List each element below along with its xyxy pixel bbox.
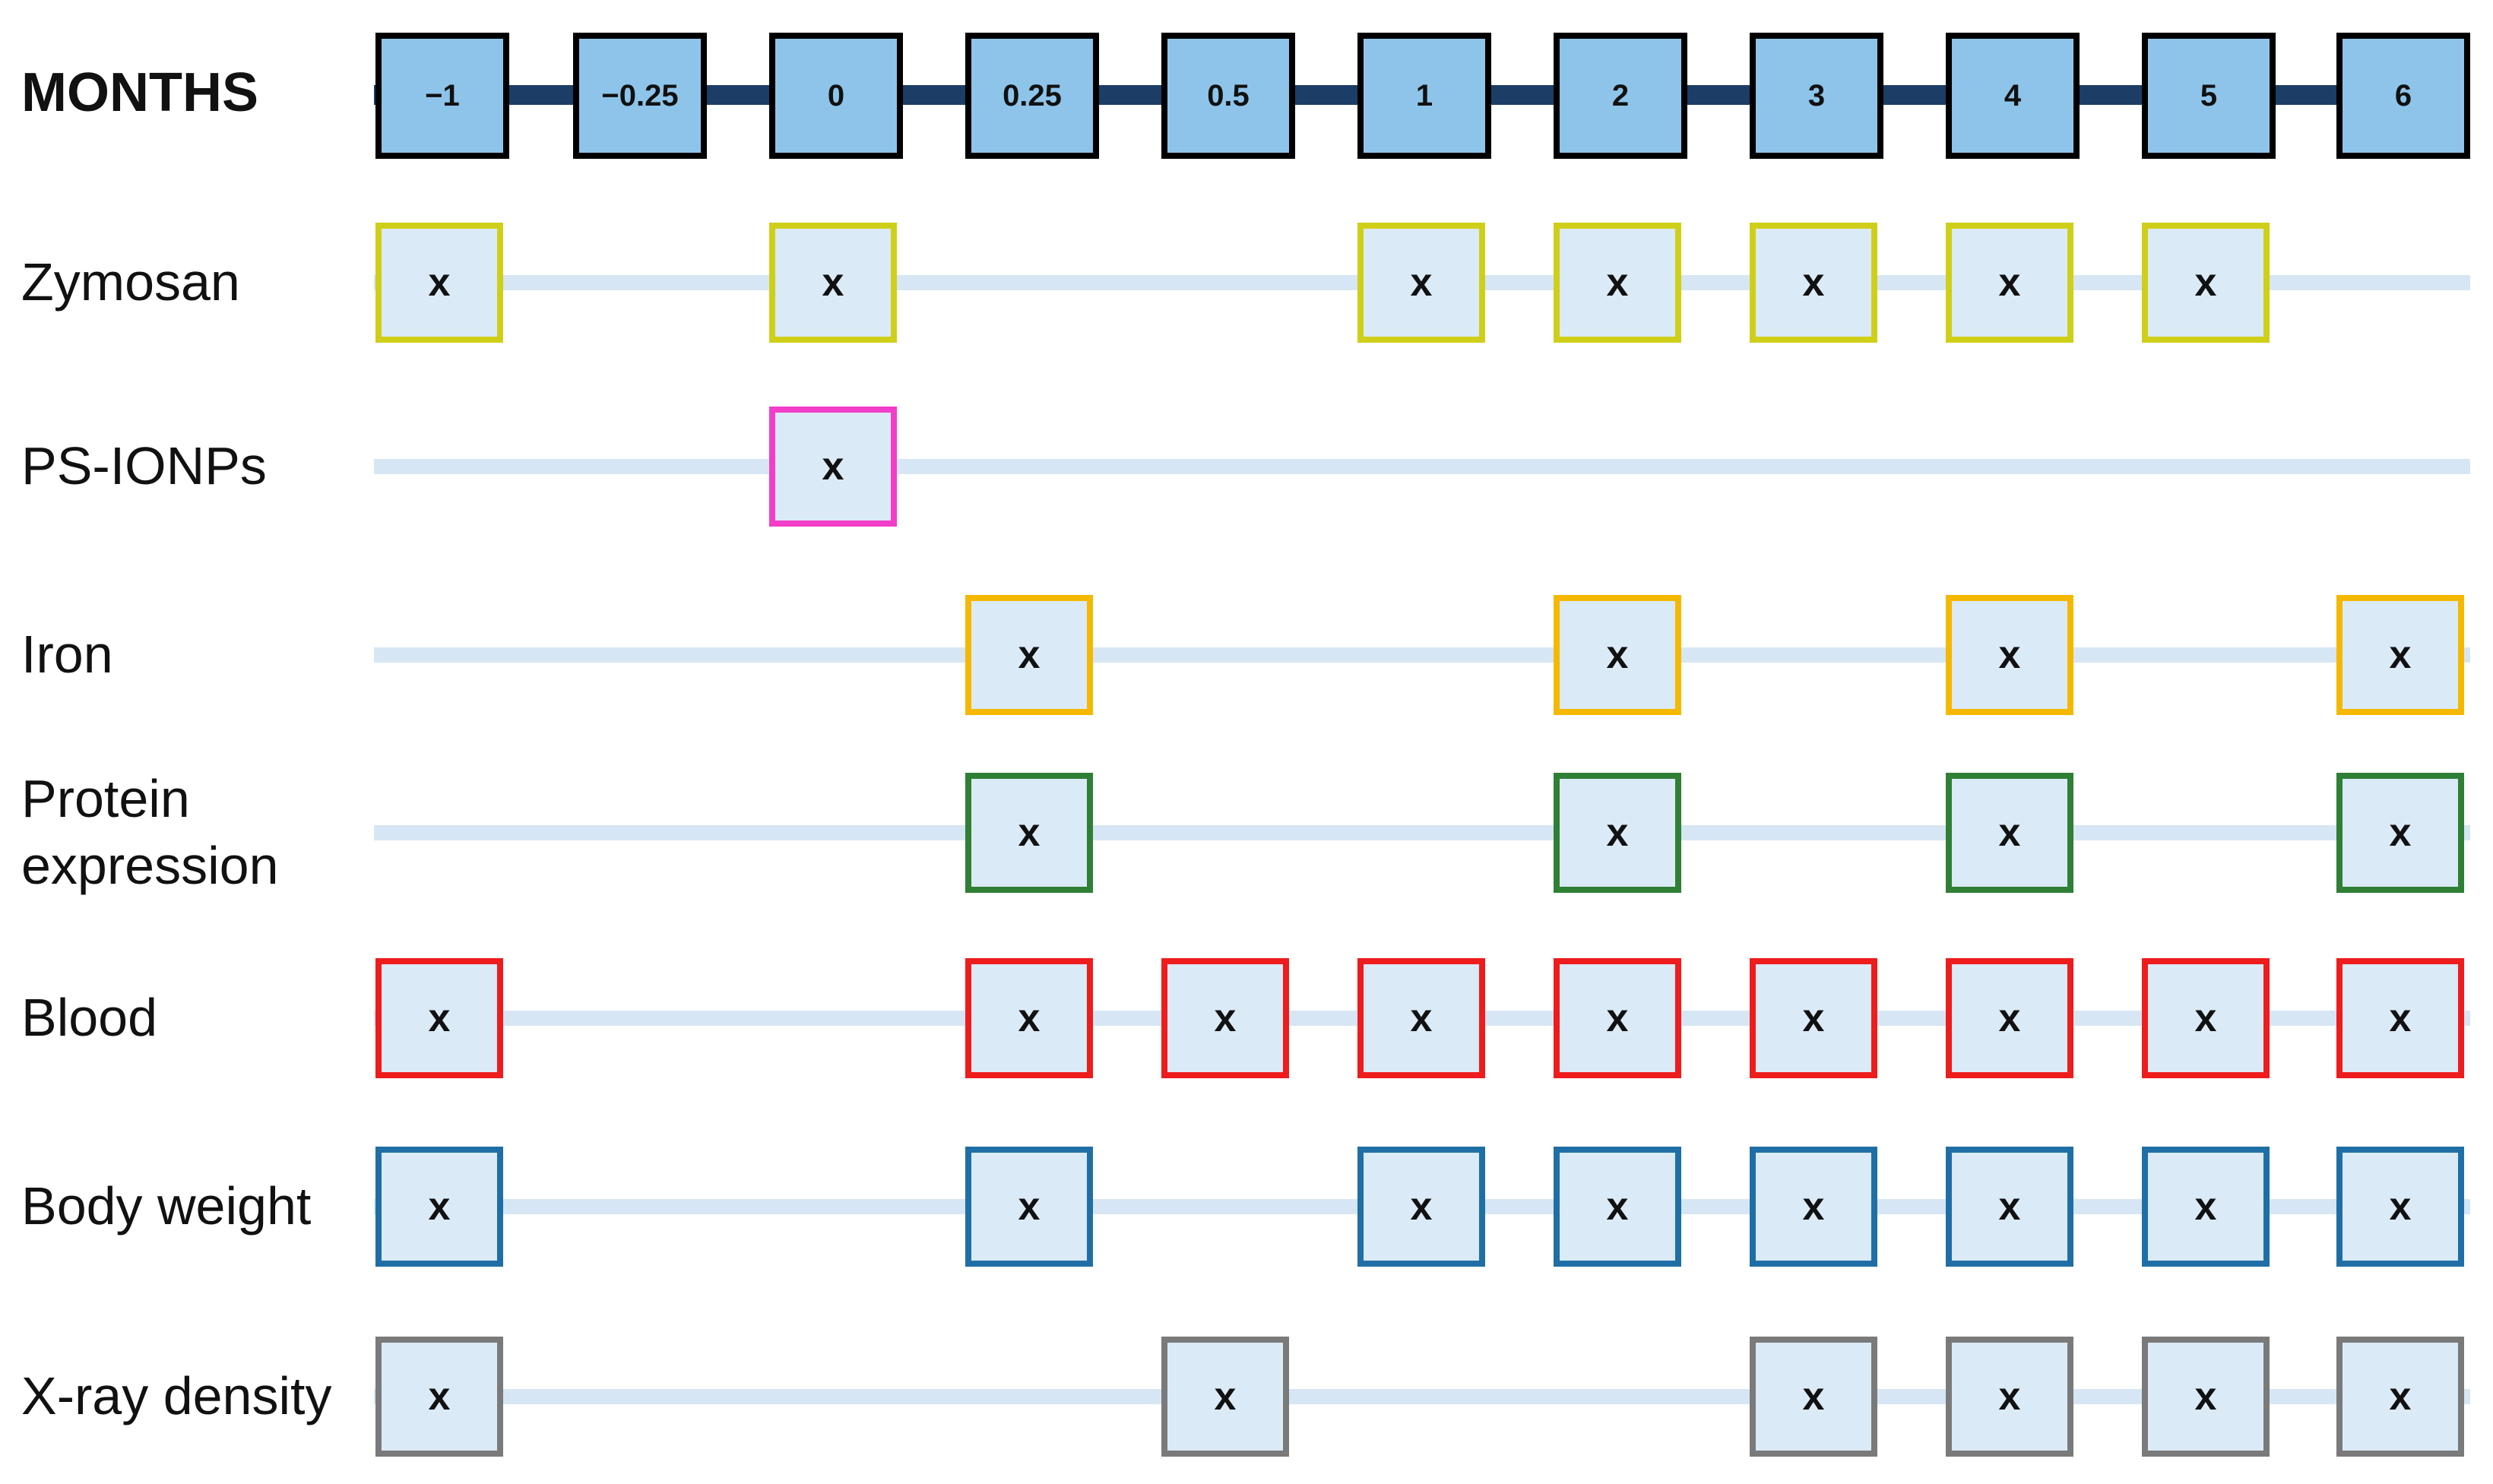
timepoint-mark: x — [2336, 958, 2464, 1078]
timepoint-mark: x — [2336, 1147, 2464, 1267]
timepoint-mark: x — [965, 958, 1093, 1078]
timepoint-mark: x — [2142, 1147, 2270, 1267]
timepoint-mark: x — [1554, 223, 1681, 343]
timepoint-mark: x — [1554, 1147, 1681, 1267]
timepoint-mark: x — [1357, 223, 1485, 343]
timepoint-mark: x — [1946, 1147, 2073, 1267]
row-label: Iron — [21, 625, 113, 684]
month-box: 0.5 — [1161, 33, 1295, 159]
timepoint-mark: x — [1554, 595, 1681, 715]
month-box: 3 — [1750, 33, 1883, 159]
timepoint-mark: x — [1750, 1337, 1877, 1457]
timepoint-mark: x — [1750, 1147, 1877, 1267]
timepoint-mark: x — [1161, 958, 1289, 1078]
timepoint-mark: x — [965, 1147, 1093, 1267]
row-label: Zymosan — [21, 252, 240, 312]
row-line — [374, 459, 2470, 474]
timepoint-mark: x — [1554, 773, 1681, 893]
month-box: 6 — [2336, 33, 2470, 159]
timepoint-mark: x — [769, 223, 897, 343]
timepoint-mark: x — [1750, 223, 1877, 343]
timepoint-mark: x — [375, 223, 503, 343]
row-label: X-ray density — [21, 1366, 332, 1425]
timepoint-mark: x — [1946, 773, 2073, 893]
timepoint-mark: x — [1357, 1147, 1485, 1267]
timepoint-mark: x — [375, 1147, 503, 1267]
row-line — [374, 647, 2470, 663]
row-line — [374, 825, 2470, 840]
month-box: 1 — [1357, 33, 1491, 159]
row-label: PS-IONPs — [21, 436, 267, 495]
timepoint-mark: x — [2336, 1337, 2464, 1457]
month-box: 2 — [1554, 33, 1687, 159]
timepoint-mark: x — [2142, 958, 2270, 1078]
timepoint-mark: x — [2142, 1337, 2270, 1457]
timepoint-mark: x — [965, 773, 1093, 893]
timepoint-mark: x — [375, 1337, 503, 1457]
month-box: 0 — [769, 33, 903, 159]
row-label: Body weight — [21, 1176, 312, 1236]
timepoint-mark: x — [1946, 1337, 2073, 1457]
timepoint-mark: x — [1946, 958, 2073, 1078]
month-box: −0.25 — [573, 33, 707, 159]
month-box: 5 — [2142, 33, 2276, 159]
timepoint-mark: x — [965, 595, 1093, 715]
month-box: −1 — [375, 33, 509, 159]
timepoint-mark: x — [2142, 223, 2270, 343]
row-label: Blood — [21, 988, 158, 1047]
timepoint-mark: x — [1161, 1337, 1289, 1457]
timepoint-mark: x — [2336, 773, 2464, 893]
months-label: MONTHS — [21, 62, 258, 123]
month-box: 0.25 — [965, 33, 1099, 159]
timepoint-mark: x — [1554, 958, 1681, 1078]
timepoint-mark: x — [1946, 595, 2073, 715]
timepoint-mark: x — [1750, 958, 1877, 1078]
timepoint-mark: x — [769, 407, 897, 527]
timepoint-mark: x — [1946, 223, 2073, 343]
timepoint-mark: x — [1357, 958, 1485, 1078]
timepoint-mark: x — [375, 958, 503, 1078]
timepoint-mark: x — [2336, 595, 2464, 715]
month-box: 4 — [1946, 33, 2080, 159]
